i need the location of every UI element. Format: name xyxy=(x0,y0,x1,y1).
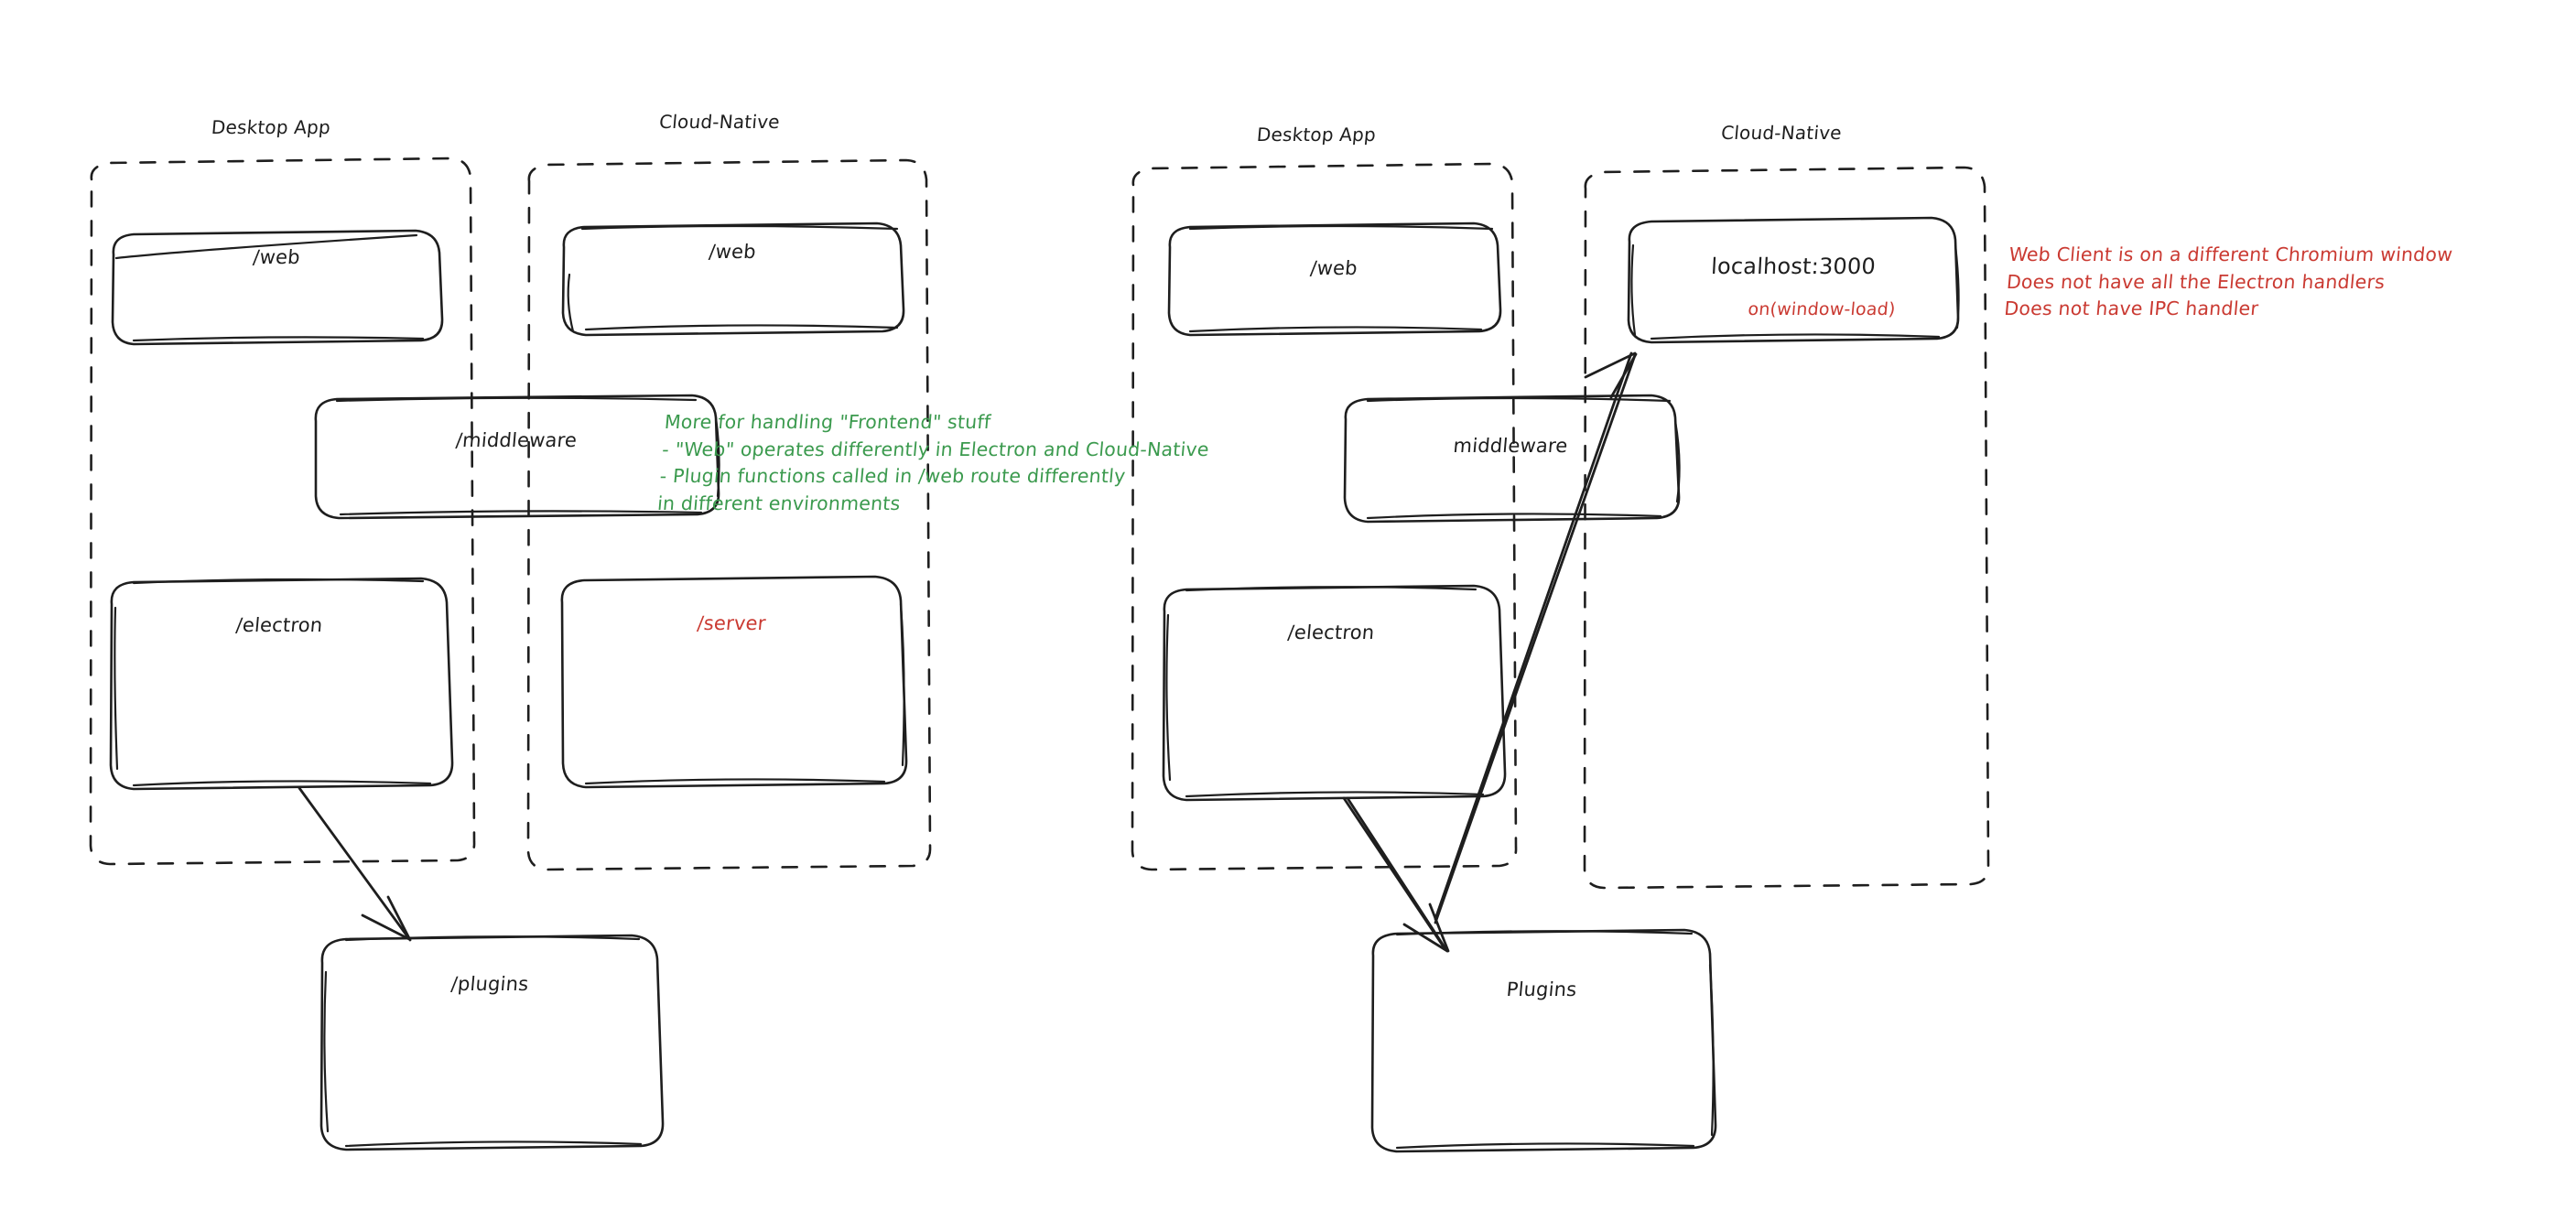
right-group-cloud-native-border xyxy=(1583,166,1990,890)
right-box-middleware-border xyxy=(1343,394,1681,524)
left-group-desktop-app-border xyxy=(89,157,476,866)
left-box-web-cloud-border xyxy=(561,222,905,337)
right-arrow-electron-to-localhost xyxy=(1434,351,1638,924)
right-box-sublabel-on-window-load: on(window-load) xyxy=(1747,299,1897,319)
right-box-web-border xyxy=(1167,222,1502,337)
right-box-label-electron: /electron xyxy=(1286,621,1376,643)
right-arrow-electron-to-plugins xyxy=(1342,796,1450,953)
left-box-label-server: /server xyxy=(696,612,767,634)
left-box-server-border xyxy=(560,575,908,789)
right-box-label-plugins: Plugins xyxy=(1505,978,1578,1000)
right-group-title-cloud-native: Cloud-Native xyxy=(1720,122,1843,144)
right-box-label-web: /web xyxy=(1309,257,1358,279)
right-box-plugins-border xyxy=(1370,928,1717,1153)
left-box-label-middleware: /middleware xyxy=(454,429,579,451)
right-box-label-middleware: middleware xyxy=(1452,435,1569,457)
left-box-label-electron: /electron xyxy=(234,614,324,636)
left-group-title-cloud-native: Cloud-Native xyxy=(658,111,781,133)
left-box-label-web-desktop: /web xyxy=(252,246,301,268)
right-group-desktop-app-border xyxy=(1131,162,1518,871)
left-box-label-plugins: /plugins xyxy=(449,973,530,995)
left-box-middleware-border xyxy=(314,394,720,520)
right-box-localhost-border xyxy=(1627,216,1960,344)
right-group-title-desktop-app: Desktop App xyxy=(1255,124,1378,146)
left-box-plugins-border xyxy=(319,934,665,1151)
left-arrow-electron-to-plugins xyxy=(298,786,412,942)
left-group-cloud-native-border xyxy=(526,158,932,871)
left-box-label-web-cloud: /web xyxy=(708,241,757,263)
left-annotation-green: More for handling "Frontend" stuff - "We… xyxy=(656,411,1210,515)
left-box-web-desktop-border xyxy=(111,229,444,346)
left-group-title-desktop-app: Desktop App xyxy=(210,116,332,138)
right-box-label-localhost: localhost:3000 xyxy=(1710,254,1877,279)
right-annotation-red: Web Client is on a different Chromium wi… xyxy=(2003,243,2454,320)
right-box-electron-border xyxy=(1162,584,1507,802)
left-box-electron-border xyxy=(109,577,454,791)
